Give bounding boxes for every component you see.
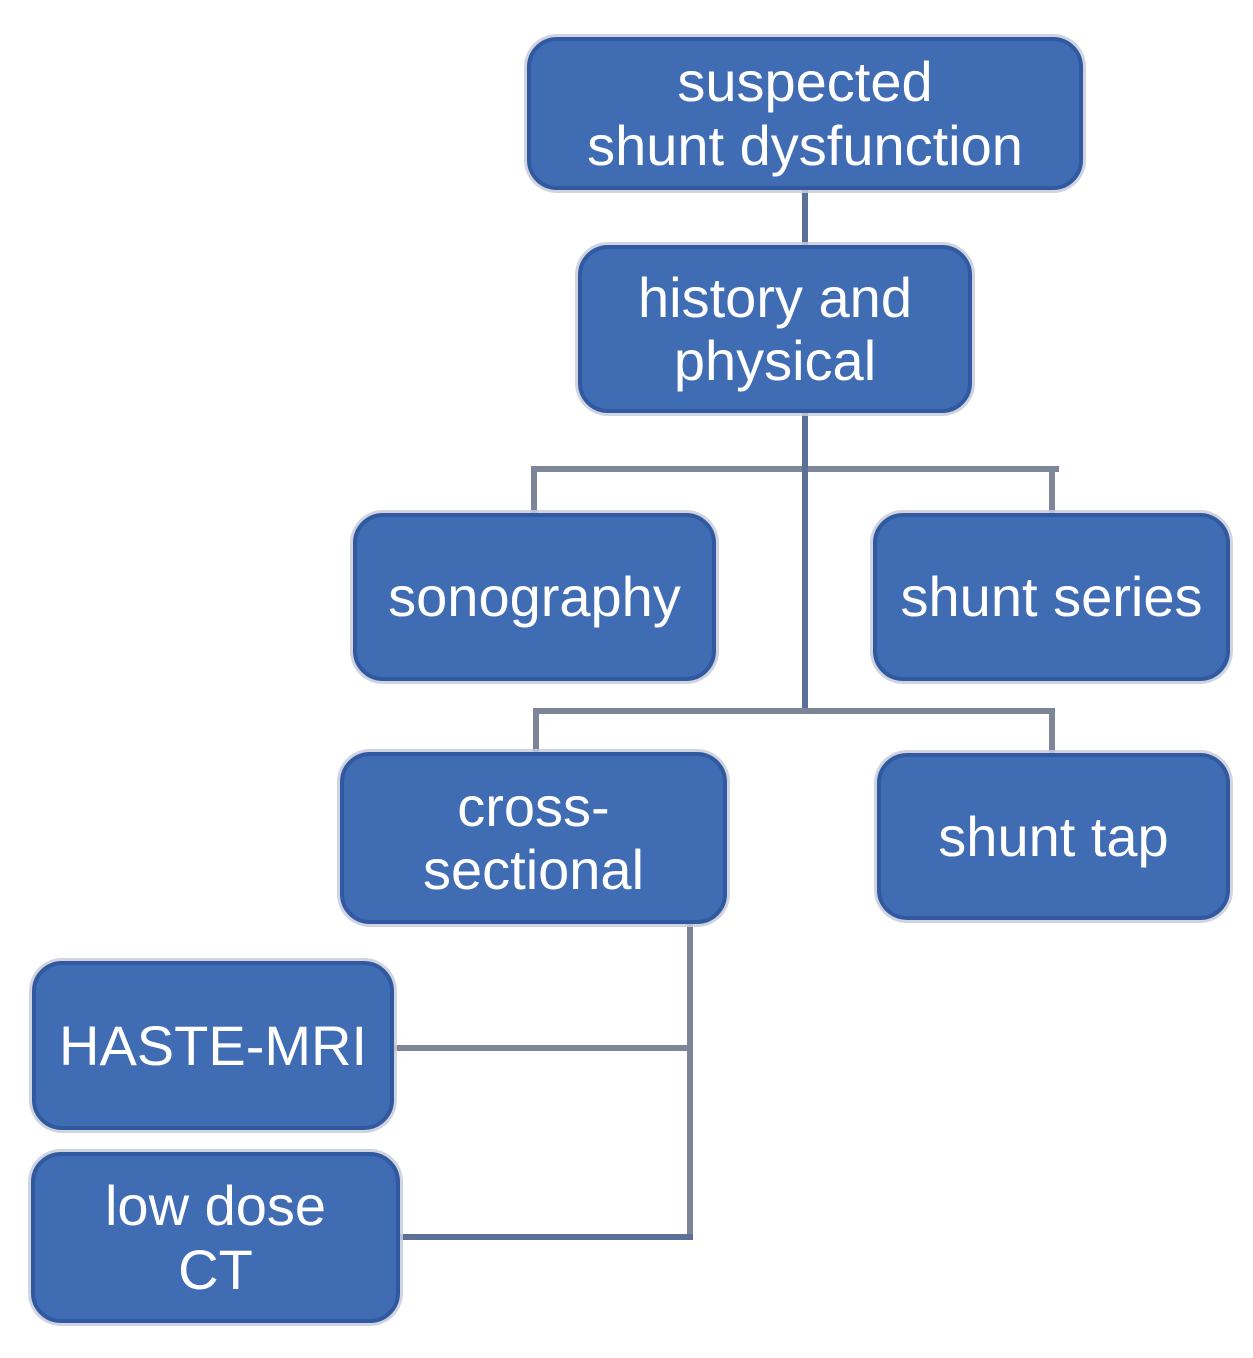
connector-suspected-to-history bbox=[802, 189, 808, 247]
node-low-dose-ct: low dose CT bbox=[31, 1152, 400, 1323]
connector-to-haste-mri bbox=[392, 1045, 687, 1051]
connector-branch2-horizontal bbox=[533, 708, 1055, 714]
connector-branch2-drop-cross-sectional bbox=[533, 708, 539, 756]
node-shunt-series: shunt series bbox=[873, 513, 1230, 681]
node-history-and-physical: history and physical bbox=[578, 245, 972, 413]
connector-branch1-drop-sonography bbox=[531, 466, 537, 516]
connector-branch1-drop-shunt-series bbox=[1049, 466, 1055, 516]
node-suspected-shunt-dysfunction: suspected shunt dysfunction bbox=[527, 37, 1083, 190]
node-haste-mri: HASTE-MRI bbox=[32, 961, 394, 1130]
connector-cross-sectional-down bbox=[687, 922, 693, 1240]
connector-center-vertical bbox=[802, 466, 808, 711]
node-shunt-tap: shunt tap bbox=[877, 753, 1230, 920]
connector-branch2-drop-shunt-tap bbox=[1049, 708, 1055, 756]
connector-branch1-horizontal bbox=[531, 466, 1059, 472]
connector-history-down bbox=[802, 411, 808, 468]
node-cross-sectional: cross- sectional bbox=[340, 752, 727, 924]
node-sonography: sonography bbox=[353, 513, 716, 681]
connector-to-low-dose-ct bbox=[398, 1234, 693, 1240]
